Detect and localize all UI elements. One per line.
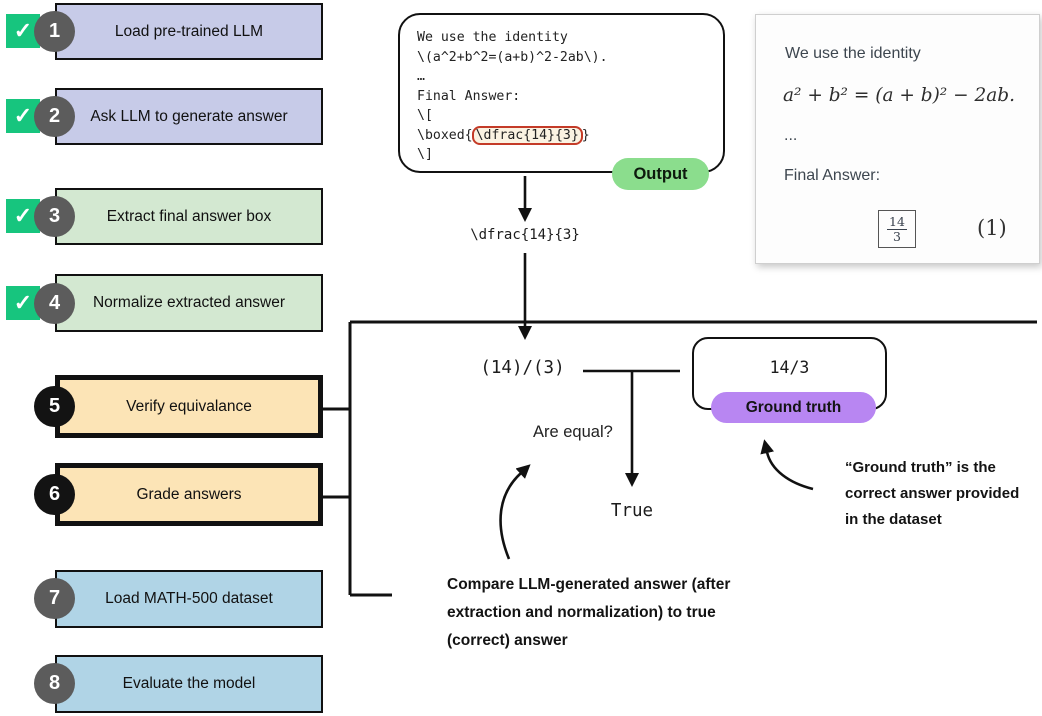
step-label: Ask LLM to generate answer — [90, 107, 288, 125]
step-number-badge: 8 — [34, 663, 75, 704]
step-box-evaluate-model: Evaluate the model — [55, 655, 323, 713]
extracted-answer-highlight: \dfrac{14}{3} — [471, 125, 583, 145]
step-number-badge: 1 — [34, 11, 75, 52]
checkmark-icon: ✓ — [6, 199, 40, 233]
step-number-badge: 3 — [34, 196, 75, 237]
comparison-result: True — [610, 501, 654, 521]
step-box-normalize-answer: Normalize extracted answer — [55, 274, 323, 332]
step-box-load-llm: Load pre-trained LLM — [55, 3, 323, 60]
panel-ellipsis: ... — [784, 127, 798, 144]
panel-math-identity: a² + b² = (a + b)² − 2ab. — [783, 85, 1015, 106]
compare-annotation: Compare LLM-generated answer (after extr… — [447, 576, 731, 649]
step-label: Load pre-trained LLM — [114, 22, 264, 40]
step-label: Normalize extracted answer — [92, 294, 286, 311]
llm-output-box: We use the identity\(a^2+b^2=(a+b)^2-2ab… — [398, 13, 725, 173]
fraction-numerator: 14 — [887, 213, 907, 230]
ground-truth-annotation: “Ground truth” is the correct answer pro… — [845, 459, 1020, 528]
step-label: Evaluate the model — [122, 675, 256, 692]
rendered-output-panel: We use the identity a² + b² = (a + b)² −… — [755, 14, 1040, 264]
curved-arrow-to-ground-truth — [760, 439, 814, 491]
step-box-grade-answers: Grade answers — [55, 463, 323, 526]
are-equal-label: Are equal? — [533, 423, 613, 441]
boxed-fraction: 14 3 — [878, 210, 916, 248]
step-box-extract-answer: Extract final answer box — [55, 188, 323, 245]
output-badge: Output — [612, 158, 709, 190]
step-label: Extract final answer box — [106, 207, 272, 225]
step-label: Verify equivalance — [126, 397, 252, 415]
equation-number: (1) — [977, 216, 1007, 240]
step-number-badge: 7 — [34, 578, 75, 619]
step-label: Load MATH-500 dataset — [105, 590, 273, 607]
step-box-verify-equivalence: Verify equivalance — [55, 375, 323, 438]
fraction-denominator: 3 — [893, 228, 901, 244]
step-number-badge: 5 — [34, 386, 75, 427]
llm-output-text: We use the identity\(a^2+b^2=(a+b)^2-2ab… — [417, 30, 608, 162]
extracted-answer-text: \dfrac{14}{3} — [470, 227, 580, 243]
panel-final-answer-label: Final Answer: — [784, 167, 881, 184]
step-number-badge: 4 — [34, 283, 75, 324]
step-box-generate-answer: Ask LLM to generate answer — [55, 88, 323, 145]
step-box-load-dataset: Load MATH-500 dataset — [55, 570, 323, 628]
step-number-badge: 6 — [34, 474, 75, 515]
curved-arrow-to-are-equal — [499, 464, 531, 560]
normalized-answer-text: (14)/(3) — [480, 358, 565, 378]
ground-truth-value: 14/3 — [769, 358, 810, 377]
ground-truth-badge: Ground truth — [711, 392, 876, 423]
panel-intro: We use the identity — [785, 45, 921, 62]
step-number-badge: 2 — [34, 96, 75, 137]
step-label: Grade answers — [136, 485, 242, 503]
